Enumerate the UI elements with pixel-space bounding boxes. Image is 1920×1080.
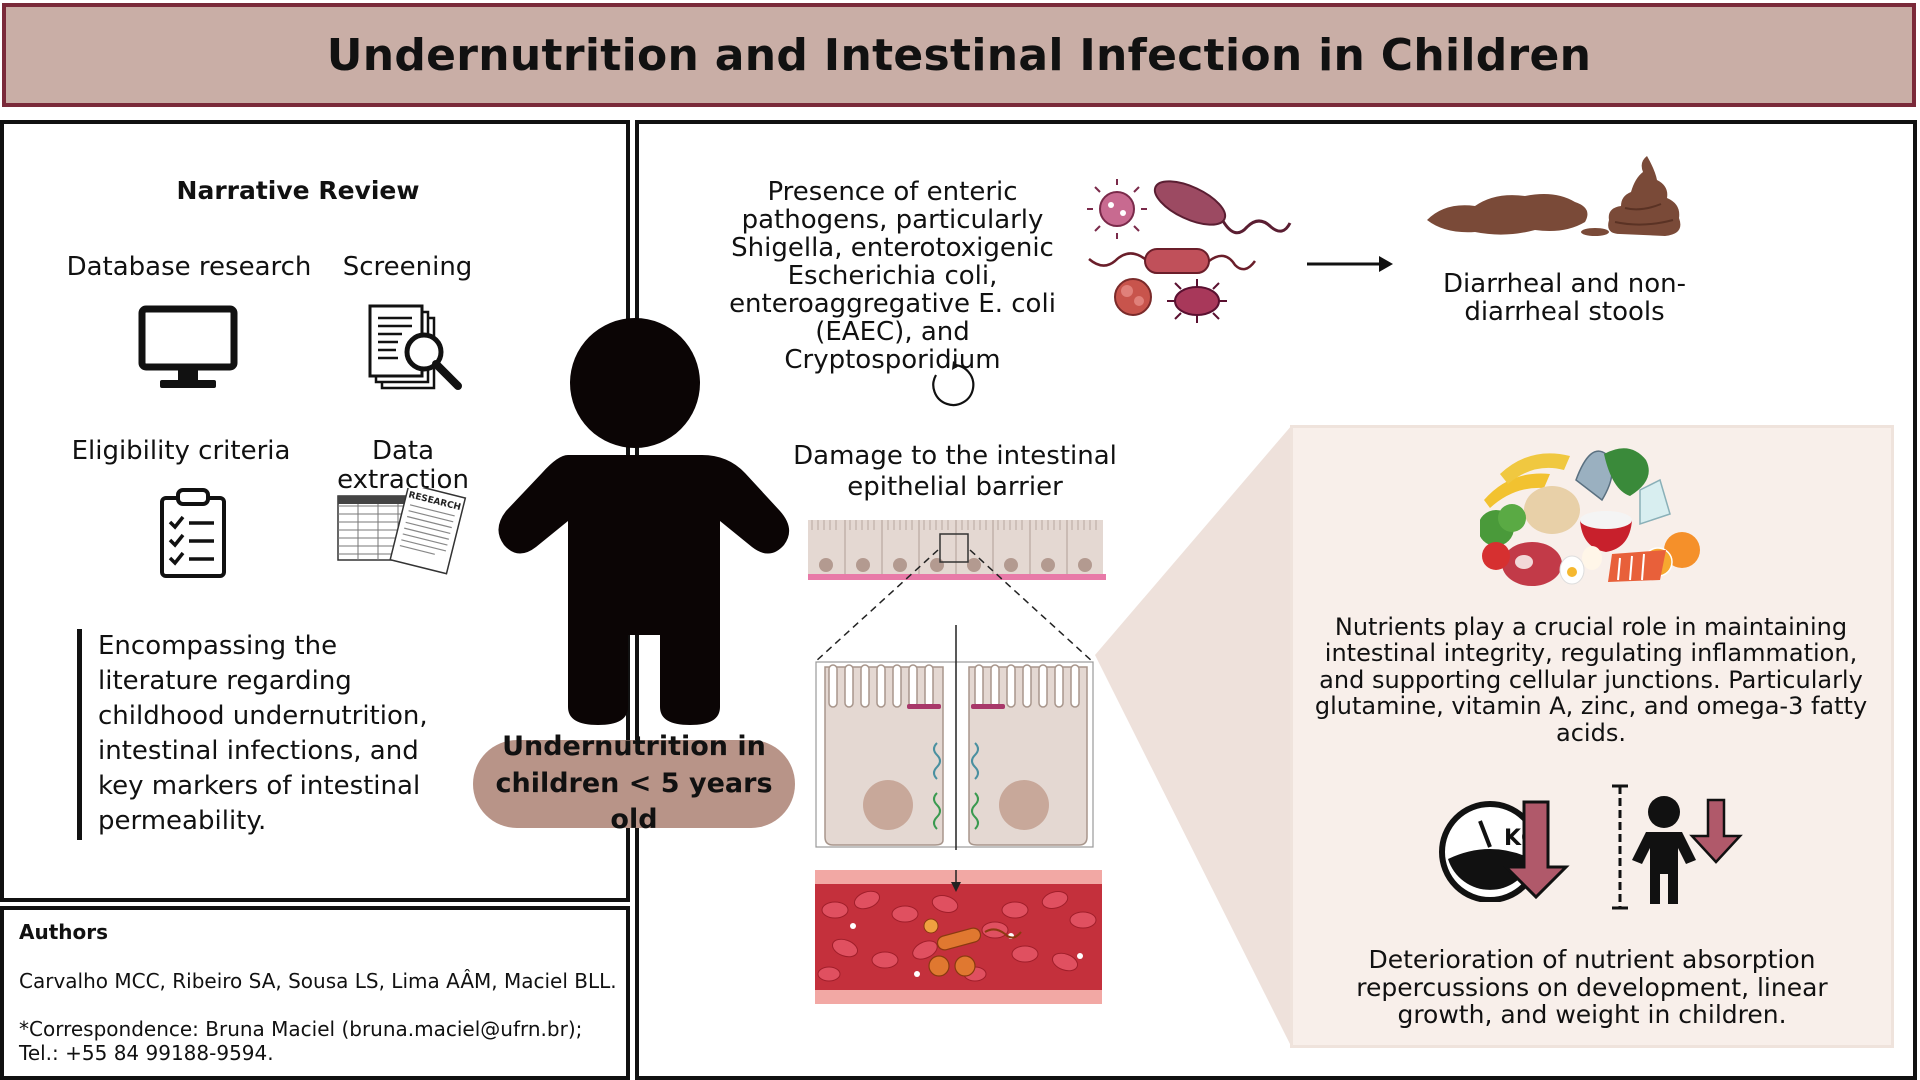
pathogens-text: Presence of enteric pathogens, particula… [729,177,1056,376]
review-summary: Encompassing the literature regarding ch… [77,629,453,840]
cell-junction-icon [815,625,1094,850]
authors-heading: Authors [19,920,109,944]
pathogens-cluster [1087,179,1292,323]
virus-icon [1087,179,1147,239]
child-silhouette-icon [498,318,790,725]
authors-names: Carvalho MCC, Ribeiro SA, Sousa LS, Lima… [19,969,617,993]
step-data-extraction: Data extraction [337,436,469,496]
authors-correspondence: *Correspondence: Bruna Maciel (bruna.mac… [19,1017,583,1066]
document-search-icon [368,304,462,390]
bacteria-icon [1088,248,1257,274]
step-screening: Screening [342,252,473,282]
outcome-text: Deterioration of nutrient absorption rep… [1356,945,1828,1029]
review-heading: Narrative Review [176,176,420,205]
epithelium-icon [808,520,1106,580]
step-database-research: Database research [66,252,312,282]
stool-icon [1427,156,1681,236]
child-height-down-icon [1612,784,1743,910]
step-eligibility-criteria: Eligibility criteria [71,436,291,466]
barrier-label: Damage to the intestinal epithelial barr… [793,441,1117,503]
title-banner: Undernutrition and Intestinal Infection … [2,3,1916,107]
monitor-icon [138,305,238,388]
arrow-right-icon [1307,256,1393,272]
cycle-icon [932,361,975,407]
nutrients-text: Nutrients play a crucial role in maintai… [1314,613,1868,747]
stools-label: Diarrheal and non-diarrheal stools [1443,269,1686,328]
page-title: Undernutrition and Intestinal Infection … [326,29,1592,81]
blood-vessel-icon [815,870,1102,1004]
bacteria-icon [1153,180,1292,235]
bacteria-icon [1167,279,1227,323]
research-paper-icon: RESEARCH [337,488,467,575]
cryptosporidium-icon [1114,278,1152,316]
scale-down-icon: KG [1439,800,1570,902]
food-icon [1480,448,1700,586]
authors-panel [0,906,630,1080]
clipboard-checklist-icon [160,488,226,578]
